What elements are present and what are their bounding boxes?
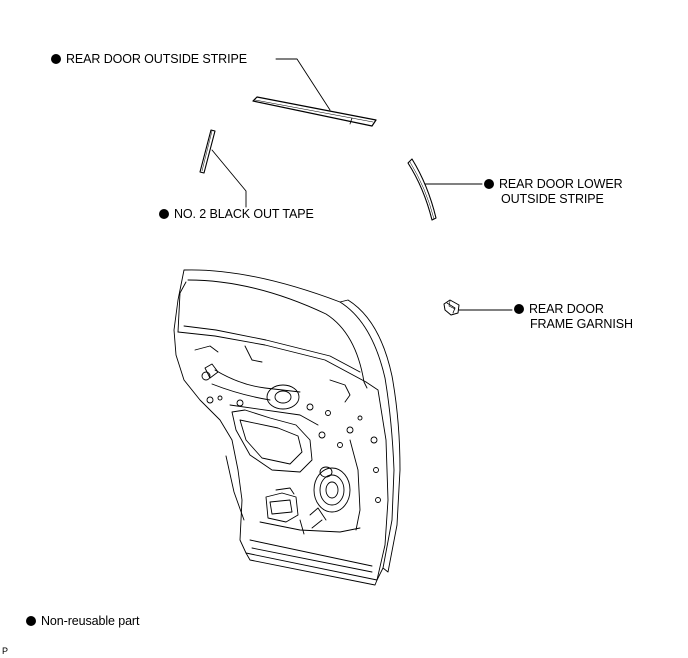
leader-black-out-tape [211, 149, 247, 208]
outside-stripe-part [252, 96, 377, 127]
non-reusable-marker-icon [159, 209, 169, 219]
rear-door-panel [173, 269, 401, 586]
corner-code: P [2, 646, 9, 656]
non-reusable-marker-icon [514, 304, 524, 314]
label-rear-door-lower-outside-stripe: REAR DOOR LOWER OUTSIDE STRIPE [484, 177, 654, 209]
label-rear-door-frame-garnish: REAR DOOR FRAME GARNISH [514, 302, 664, 334]
frame-garnish-part [443, 299, 460, 316]
non-reusable-marker-icon [51, 54, 61, 64]
label-no2-black-out-tape: NO. 2 BLACK OUT TAPE [159, 207, 314, 222]
leader-outside-stripe [275, 58, 331, 111]
lower-outside-stripe-part [407, 158, 437, 221]
black-out-tape-part [199, 129, 216, 174]
label-rear-door-outside-stripe: REAR DOOR OUTSIDE STRIPE [51, 52, 247, 67]
legend-non-reusable: Non-reusable part [26, 614, 139, 629]
non-reusable-marker-icon [26, 616, 36, 626]
non-reusable-marker-icon [484, 179, 494, 189]
